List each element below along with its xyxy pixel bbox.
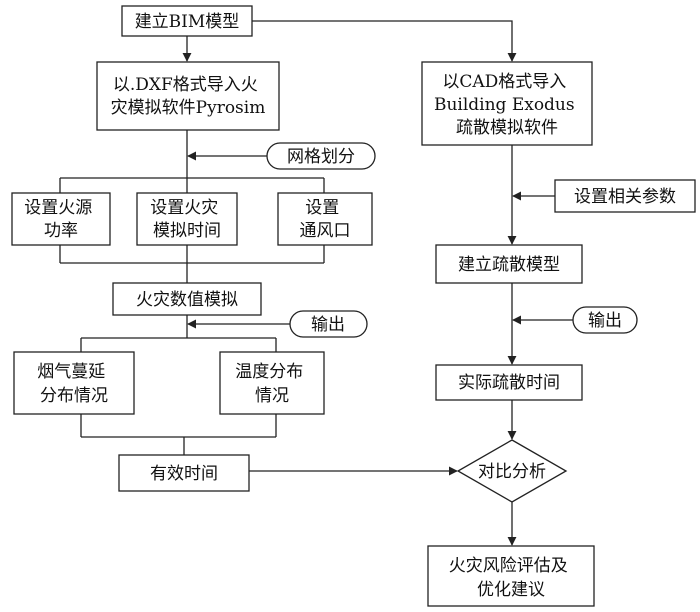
- label-compare: 对比分析: [478, 462, 546, 482]
- label-fire-power: 设置火源 功率: [24, 198, 97, 241]
- label-vent: 设置 通风口: [300, 198, 351, 241]
- label-assessment: 火灾风险评估及 优化建议: [449, 556, 573, 600]
- box-smoke: [13, 351, 135, 415]
- box-output-left: [289, 310, 368, 338]
- box-assessment: [427, 545, 595, 607]
- box-output-right: [572, 306, 638, 334]
- label-output-right: 输出: [588, 311, 622, 331]
- label-temperature: 温度分布 情况: [235, 362, 308, 406]
- label-actual-time: 实际疏散时间: [458, 373, 560, 393]
- box-vent: [277, 192, 373, 246]
- label-import-dxf: 以.DXF格式导入火 灾模拟软件Pyrosim: [111, 75, 266, 118]
- label-bim: 建立BIM模型: [135, 12, 240, 32]
- label-mesh: 网格划分: [287, 147, 355, 167]
- label-effective-time: 有效时间: [150, 464, 218, 484]
- label-fire-sim: 火灾数值模拟: [136, 290, 238, 310]
- label-params: 设置相关参数: [574, 187, 676, 207]
- label-import-cad: 以CAD格式导入 Building Exodus 疏散模拟软件: [434, 72, 580, 138]
- label-smoke: 烟气蔓延 分布情况: [37, 362, 110, 406]
- box-fire-power: [11, 192, 111, 246]
- box-temperature: [219, 351, 325, 415]
- connector-bim-to-cad: [252, 20, 517, 62]
- box-evac-model: [435, 244, 583, 284]
- label-fire-time: 设置火灾 模拟时间: [150, 198, 223, 241]
- box-import-cad: [421, 61, 593, 146]
- label-evac-model: 建立疏散模型: [458, 255, 560, 275]
- box-import-dxf: [96, 61, 280, 131]
- label-output-left: 输出: [311, 315, 345, 335]
- box-actual-time: [435, 364, 583, 401]
- box-mesh: [266, 142, 376, 170]
